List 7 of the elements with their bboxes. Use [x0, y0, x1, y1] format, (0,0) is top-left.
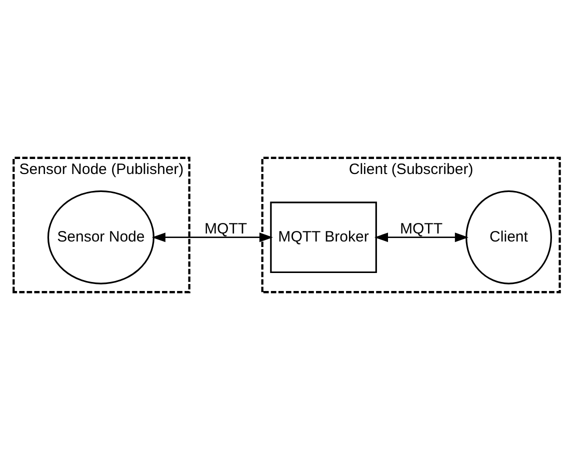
node-circle: Client	[466, 190, 552, 284]
node-ellipse: Sensor Node	[47, 190, 154, 284]
edge-label: MQTT	[400, 220, 443, 238]
edge-label: MQTT	[204, 220, 248, 238]
node-box: MQTT Broker	[270, 202, 377, 274]
arrow	[374, 232, 468, 242]
arrow	[152, 232, 273, 242]
